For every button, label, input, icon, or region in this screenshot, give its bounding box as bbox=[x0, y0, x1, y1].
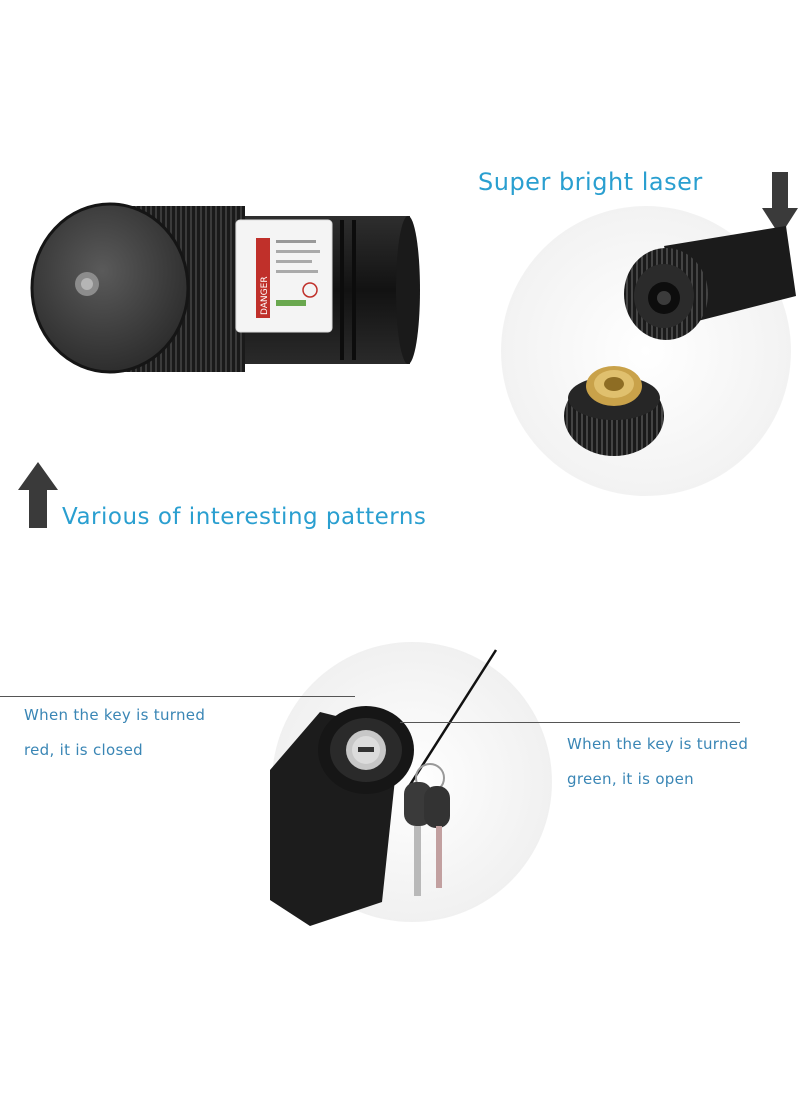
arrow-down-icon bbox=[762, 172, 798, 236]
key-red-caption-line1: When the key is turned bbox=[24, 706, 206, 724]
laser-tip-cap-photo bbox=[501, 206, 796, 496]
laser-head-photo: DANGER bbox=[30, 202, 420, 374]
key-green-caption-line1: When the key is turned bbox=[567, 735, 749, 753]
key-red-caption-line2: red, it is closed bbox=[24, 741, 143, 759]
danger-label: DANGER bbox=[260, 276, 270, 315]
patterns-caption: Various of interesting patterns bbox=[62, 504, 427, 530]
callout-line-left bbox=[0, 696, 355, 697]
arrow-up-icon bbox=[18, 462, 58, 528]
super-bright-caption: Super bright laser bbox=[478, 168, 703, 196]
key-switch-photo bbox=[270, 642, 552, 926]
callout-line-right bbox=[400, 722, 740, 723]
key-green-caption-line2: green, it is open bbox=[567, 770, 694, 788]
